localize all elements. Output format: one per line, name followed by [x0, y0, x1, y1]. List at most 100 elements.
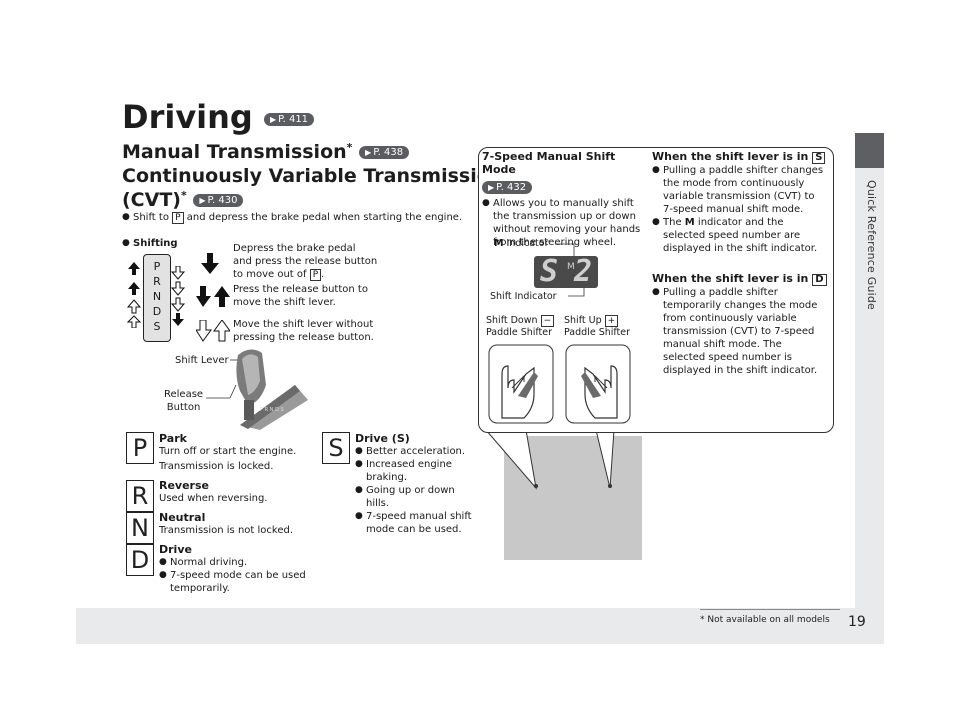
when-s-text: The [663, 217, 685, 228]
when-s-m: M [684, 217, 695, 228]
gear-park: Park Turn off or start the engine. Trans… [159, 432, 296, 473]
legend-text: . [321, 269, 325, 280]
shift-up-text: Shift Up [564, 315, 602, 326]
legend-text: to move out of [233, 269, 307, 280]
d-box: D [812, 274, 827, 286]
legend-release: Press the release button to move the shi… [233, 283, 368, 309]
shift-indicator-label: Shift Indicator [490, 291, 557, 302]
footnote-divider [700, 609, 840, 610]
when-d-text: manual shift mode. The [663, 339, 782, 350]
gate-letter-s: S [153, 320, 161, 333]
gear-bullet: 7-speed mode can be used temporarily. [159, 569, 319, 595]
seven-speed-bullet: Allows you to manually shift the transmi… [482, 197, 652, 249]
legend-text: and press the release button [233, 256, 378, 267]
gear-letter-p: P [126, 432, 154, 464]
release-label-text: Button [166, 402, 201, 413]
shift-down-label: Shift Down − Paddle Shifter [486, 315, 555, 339]
page-title-text: Driving [122, 98, 253, 136]
cvt-ref-text: P. 430 [207, 195, 238, 206]
when-d-section: When the shift lever is in D Pulling a p… [652, 272, 830, 377]
when-d-text: Pulling a paddle shifter [663, 287, 778, 298]
callout-pointers [484, 429, 615, 490]
when-s-text: indicator and the [694, 217, 784, 228]
gear-bullet: Better acceleration. [355, 445, 485, 458]
when-s-text: variable transmission (CVT) to [663, 191, 815, 202]
ref-arrow-icon: ▶ [199, 196, 206, 205]
gear-letter-n: N [126, 512, 154, 544]
seven-speed-ref-link[interactable]: ▶P. 432 [482, 181, 533, 194]
when-s-title-text: When the shift lever is in [652, 150, 809, 163]
gear-desc: Transmission is locked. [159, 461, 274, 472]
page-number: 19 [848, 614, 866, 630]
gear-reverse: Reverse Used when reversing. [159, 479, 267, 505]
when-s-text: displayed in the shift indicator. [663, 243, 818, 254]
gear-title: Drive [159, 543, 192, 556]
seven-speed-text: without removing your hands [493, 224, 641, 235]
page-title: Driving ▶P. 411 [122, 98, 315, 136]
display-gear-number: 2 [574, 254, 593, 289]
shift-lever-illustration: P R N D S [206, 349, 308, 430]
outline-updown-arrows-icon [196, 320, 230, 342]
gate-right-arrows-icon [170, 266, 186, 326]
bullet-text: Shift to [133, 212, 169, 223]
cvt-heading-text: (CVT) [122, 189, 181, 211]
when-d-title-text: When the shift lever is in [652, 272, 809, 285]
gear-title: Neutral [159, 511, 206, 524]
legend-text: pressing the release button. [233, 332, 374, 343]
gear-letter-d: D [126, 544, 154, 576]
release-label-text: Release [164, 389, 204, 400]
cvt-heading-line2: (CVT)* ▶P. 430 [122, 189, 244, 211]
page-ref-link[interactable]: ▶P. 411 [263, 112, 315, 126]
manual-ref-link[interactable]: ▶P. 438 [359, 146, 410, 159]
gear-bullet-text: Going up or down [366, 485, 455, 496]
manual-heading-text: Manual Transmission [122, 141, 347, 163]
gear-bullet-text: temporarily. [170, 583, 230, 594]
gear-title: Reverse [159, 479, 209, 492]
shift-gate: P R N D S [143, 254, 171, 342]
side-label: Quick Reference Guide [865, 180, 878, 310]
when-d-text: selected speed number is [663, 352, 792, 363]
shift-up-label: Shift Up + Paddle Shifter [564, 315, 630, 339]
gear-bullet-text: mode can be used. [366, 524, 462, 535]
manual-ref-text: P. 438 [373, 147, 404, 158]
when-s-text: Pulling a paddle shifter changes [663, 165, 824, 176]
footer-band [76, 608, 884, 644]
cvt-ref-link[interactable]: ▶P. 430 [193, 194, 244, 207]
park-box: P [309, 269, 322, 281]
when-s-bullet-2: The M indicator and the selected speed n… [652, 216, 830, 255]
shift-down-paddle-icon [488, 344, 554, 424]
legend-text: move the shift lever. [233, 297, 336, 308]
gear-bullet-text: 7-speed mode can be used [170, 570, 306, 581]
gate-letter-d: D [152, 305, 162, 318]
footnote: * Not available on all models [700, 615, 830, 625]
shifting-bullet: Shifting [122, 237, 960, 250]
shift-lever-label: Shift Lever [175, 355, 229, 366]
gear-drive: Drive Normal driving. 7-speed mode can b… [159, 543, 319, 595]
gear-desc: Used when reversing. [159, 493, 268, 504]
manual-star: * [346, 141, 353, 154]
when-s-text: the mode from continuously [663, 178, 805, 189]
ref-arrow-icon: ▶ [269, 114, 277, 124]
down-arrow-solid-icon [201, 253, 219, 274]
gear-desc: Transmission is not locked. [159, 525, 294, 536]
shift-indicator-display: S M 2 [534, 254, 598, 289]
when-d-text: transmission (CVT) to 7-speed [663, 326, 815, 337]
gear-title: Drive (S) [355, 432, 410, 445]
side-tab-marker [855, 133, 884, 168]
svg-text:P R N D S: P R N D S [260, 407, 284, 413]
park-box: P [172, 212, 184, 224]
m-indicator-label: M Indicator [494, 238, 548, 250]
manual-transmission-heading: Manual Transmission* ▶P. 438 [122, 141, 410, 163]
when-d-bullet: Pulling a paddle shifter temporarily cha… [652, 286, 830, 377]
display-m: M [567, 262, 575, 272]
m-bold: M [494, 238, 504, 249]
gear-title: Park [159, 432, 187, 445]
seven-speed-text: the transmission up or down [493, 211, 636, 222]
when-s-section: When the shift lever is in S Pulling a p… [652, 150, 830, 255]
when-s-text: 7-speed manual shift mode. [663, 204, 804, 215]
legend-brake: Depress the brake pedal and press the re… [233, 242, 377, 281]
shift-to-park-bullet: Shift to P and depress the brake pedal w… [122, 211, 493, 224]
seven-speed-title: 7-Speed Manual Shift Mode [482, 150, 616, 176]
gear-sport: Drive (S) Better acceleration. Increased… [355, 432, 485, 536]
